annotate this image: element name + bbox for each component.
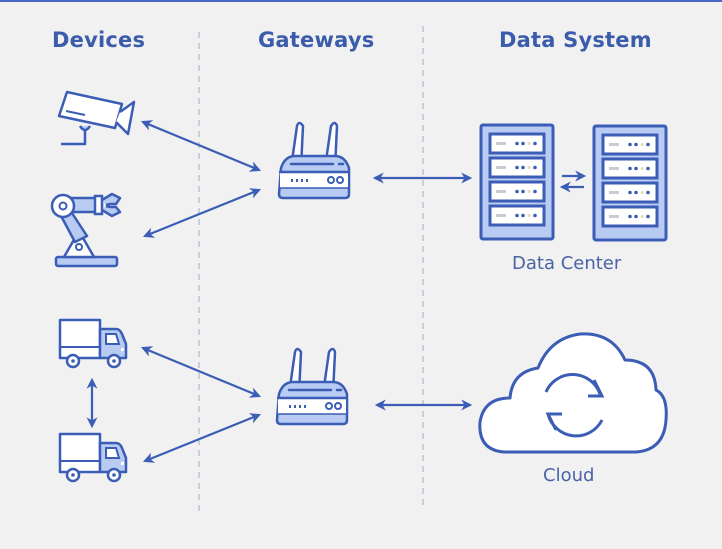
top-border: [0, 0, 722, 2]
connection-camera-gateway: [140, 120, 262, 172]
router-icon: [277, 121, 351, 200]
data-center-label: Data Center: [512, 253, 622, 274]
connection-truck1-gateway: [140, 346, 262, 398]
column-heading-data-system: Data System: [499, 28, 652, 52]
column-heading-gateways: Gateways: [258, 28, 375, 52]
security-camera-icon: [57, 90, 136, 146]
router-icon: [275, 347, 349, 426]
truck-icon: [58, 318, 128, 369]
server-rack-icon: [481, 125, 553, 239]
robot-arm-icon: [50, 192, 122, 268]
truck-icon: [58, 432, 128, 483]
exchange-arrows-icon: [559, 170, 587, 193]
connection-truck2-gateway: [142, 413, 262, 463]
cloud-sync-icon: [478, 332, 668, 454]
column-heading-devices: Devices: [52, 28, 146, 52]
server-rack-icon: [594, 126, 666, 240]
connection-robot-gateway: [142, 188, 262, 238]
cloud-label: Cloud: [543, 465, 595, 486]
